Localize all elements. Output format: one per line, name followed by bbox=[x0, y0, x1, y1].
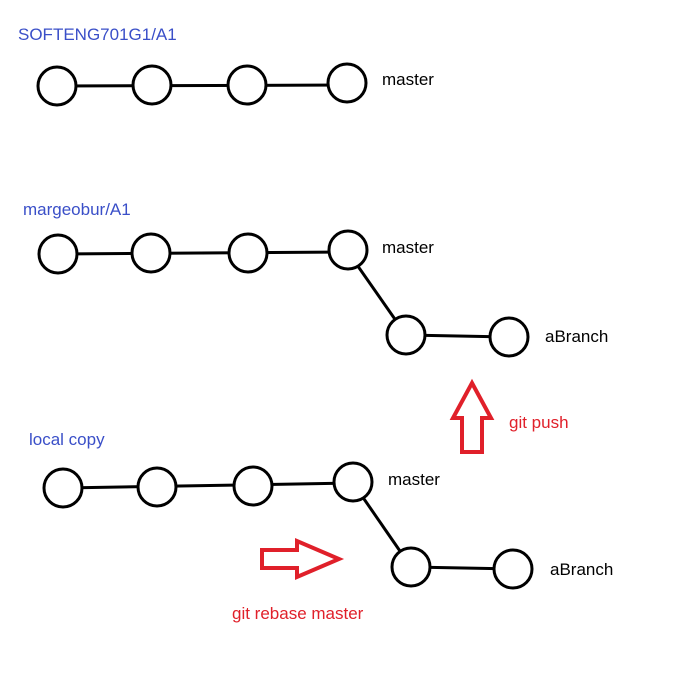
commit-node bbox=[327, 229, 369, 271]
commit-node bbox=[227, 232, 269, 274]
commit-node bbox=[131, 64, 173, 106]
right-arrow-icon bbox=[260, 537, 345, 581]
command-git-rebase: git rebase master bbox=[232, 604, 364, 623]
commit-node bbox=[130, 232, 172, 274]
edge bbox=[62, 481, 354, 490]
repo-title-fork: margeobur/A1 bbox=[23, 200, 131, 219]
commit-node bbox=[385, 314, 427, 356]
commit-node bbox=[390, 546, 432, 588]
command-git-push: git push bbox=[509, 413, 569, 432]
commit-node bbox=[37, 233, 79, 275]
commit-node bbox=[36, 65, 78, 107]
edge bbox=[57, 250, 349, 256]
commit-node bbox=[332, 461, 374, 503]
repo-local: local copy master aBranch bbox=[29, 430, 613, 590]
commit-node bbox=[326, 62, 368, 104]
commit-node bbox=[226, 64, 268, 106]
up-arrow-shape bbox=[449, 378, 495, 454]
up-arrow-icon bbox=[449, 378, 495, 454]
branch-label-abranch: aBranch bbox=[545, 327, 608, 346]
right-arrow-shape bbox=[260, 537, 345, 581]
commit-line-local-master bbox=[42, 461, 534, 590]
repo-fork: margeobur/A1 master aBranch bbox=[23, 200, 608, 358]
commit-node bbox=[136, 466, 178, 508]
branch-label-master: master bbox=[382, 238, 434, 257]
commit-node bbox=[42, 467, 84, 509]
repo-title-local: local copy bbox=[29, 430, 105, 449]
commit-node bbox=[492, 548, 534, 590]
commit-line-fork-master bbox=[37, 229, 530, 358]
edge bbox=[56, 83, 348, 88]
commit-node bbox=[488, 316, 530, 358]
branch-label-master: master bbox=[382, 70, 434, 89]
commit-line-upstream-master bbox=[36, 62, 368, 107]
branch-label-abranch: aBranch bbox=[550, 560, 613, 579]
branch-label-master: master bbox=[388, 470, 440, 489]
repo-title-upstream: SOFTENG701G1/A1 bbox=[18, 25, 177, 44]
commit-node bbox=[232, 465, 274, 507]
repo-upstream: SOFTENG701G1/A1 master bbox=[18, 25, 434, 107]
